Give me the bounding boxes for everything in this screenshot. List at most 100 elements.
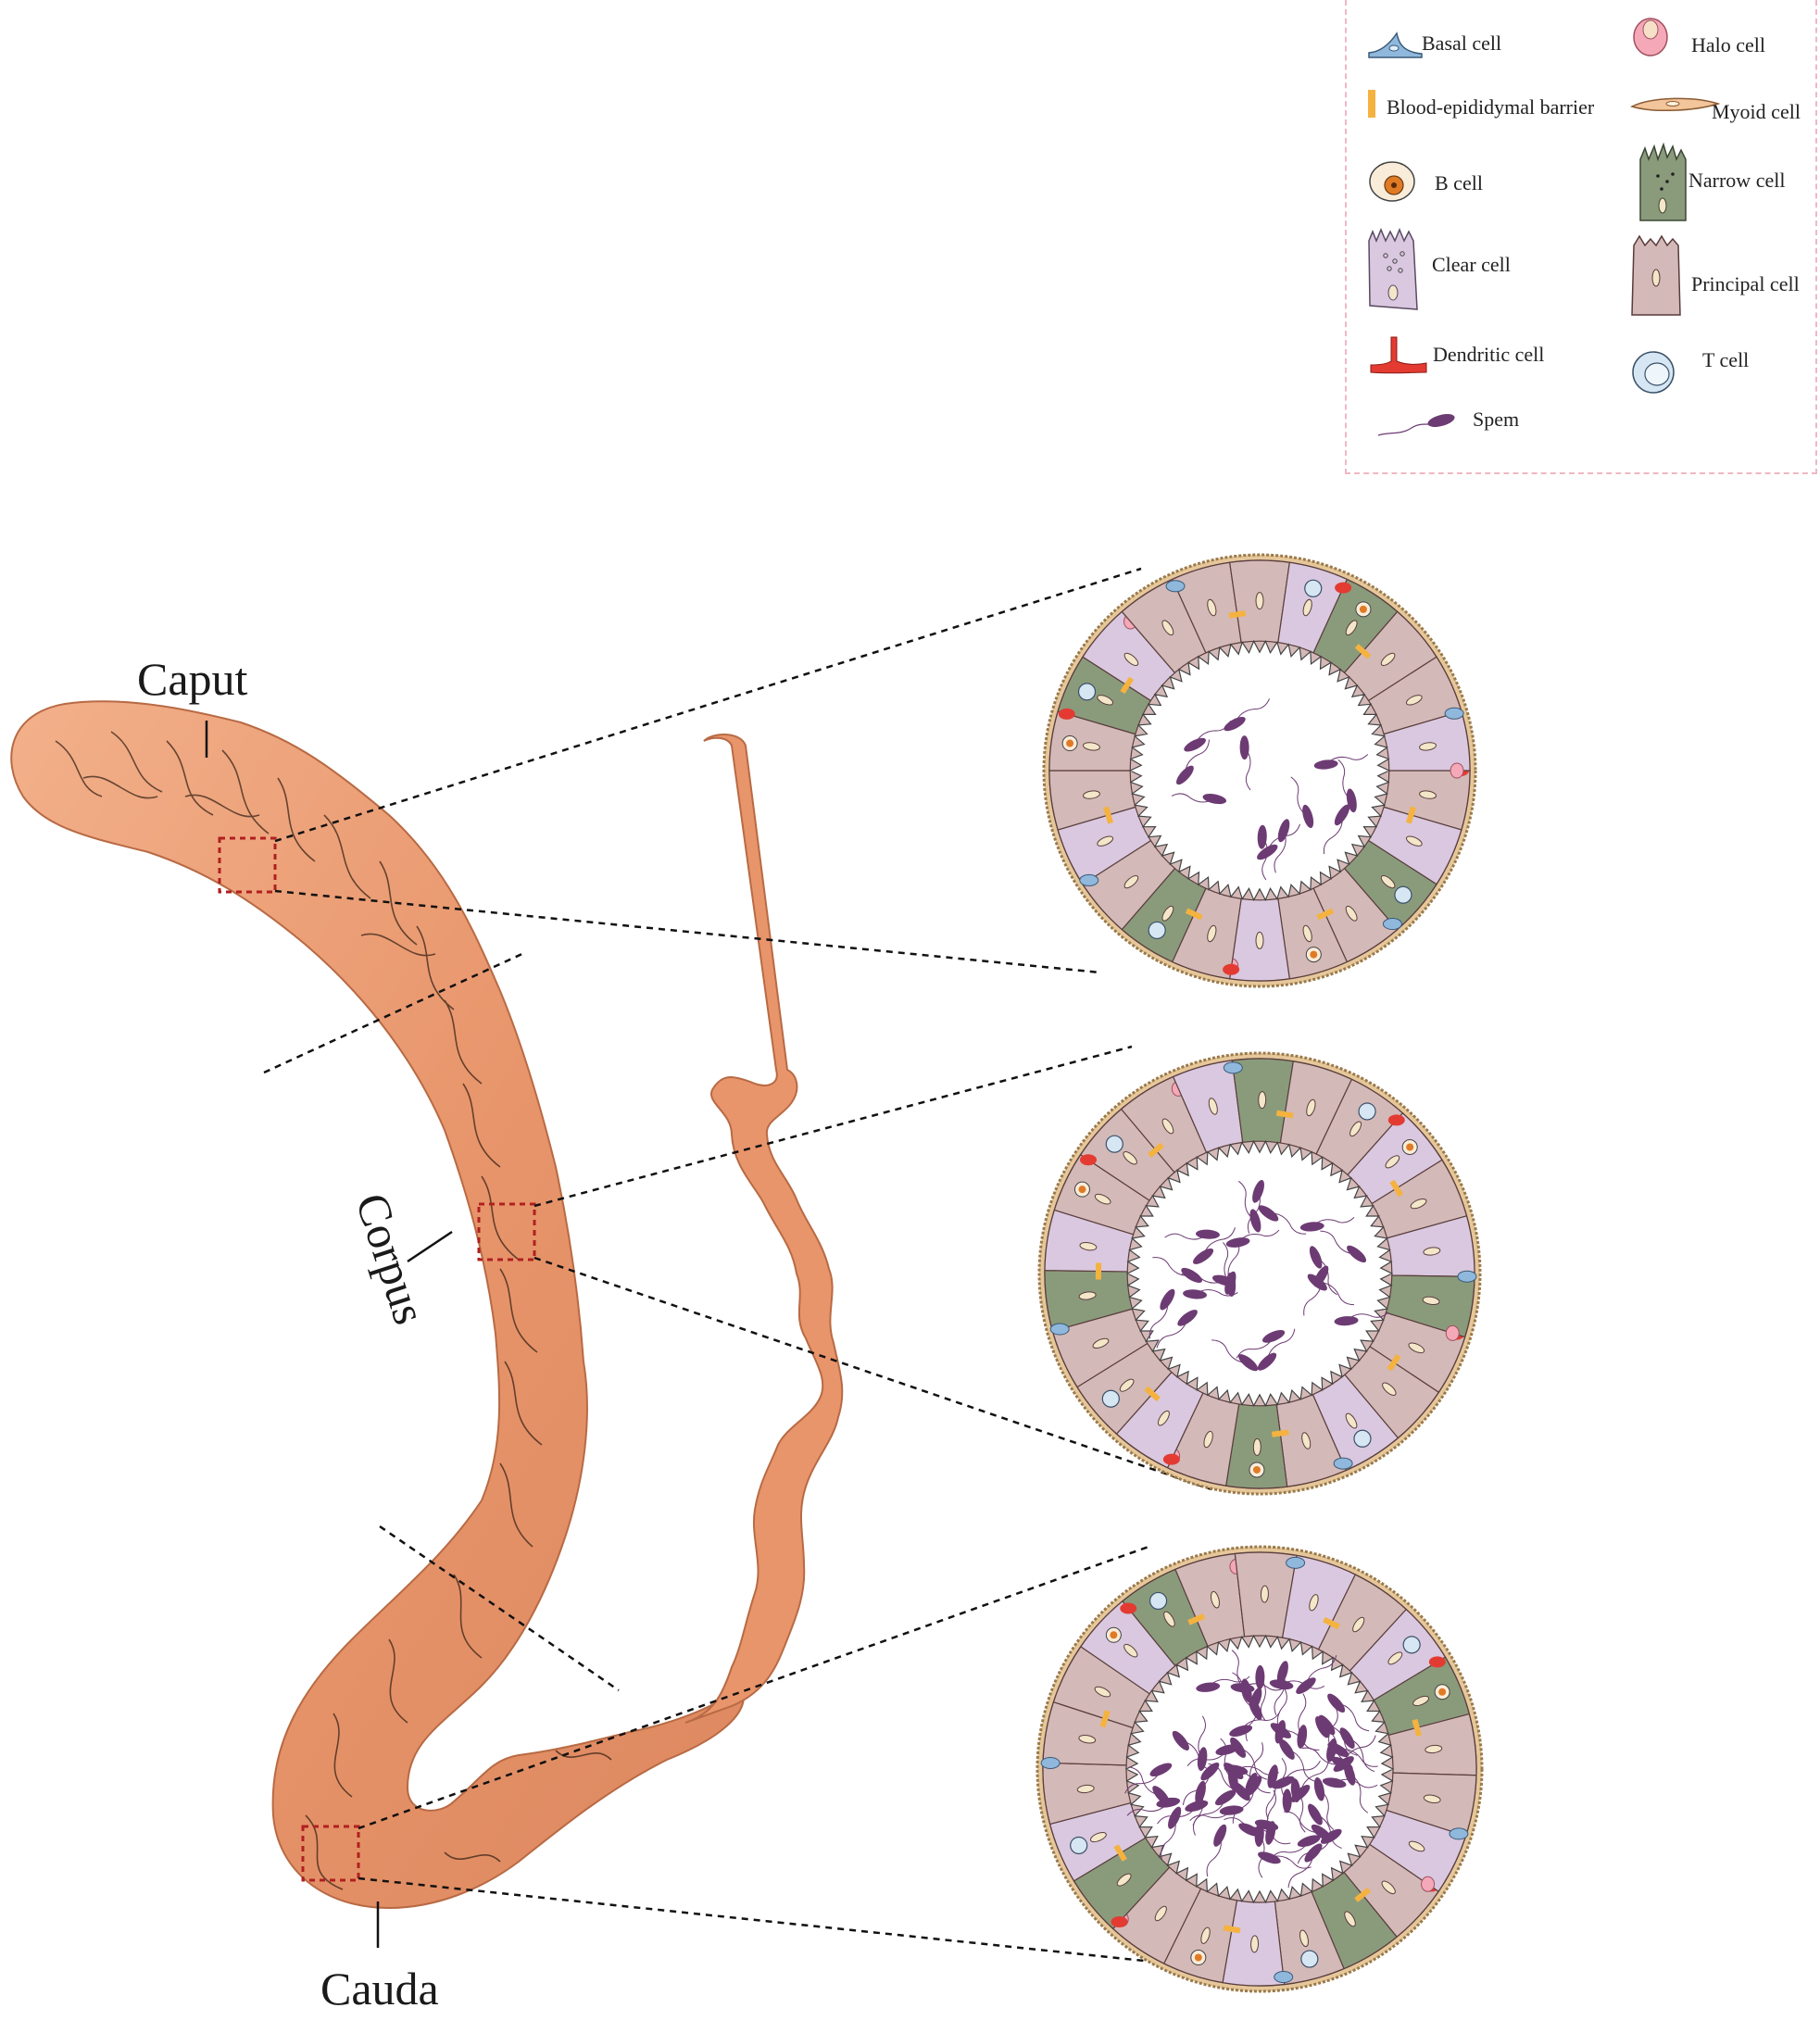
sperm bbox=[1193, 1248, 1214, 1264]
sperm bbox=[1327, 1742, 1349, 1757]
barrier bbox=[1223, 1925, 1241, 1934]
sperm bbox=[1183, 1289, 1208, 1299]
dendritic-cell bbox=[1335, 582, 1352, 594]
sperm bbox=[1265, 1821, 1276, 1845]
barrier bbox=[1275, 1110, 1294, 1119]
sperm bbox=[1195, 1780, 1206, 1805]
sperm bbox=[1311, 1824, 1332, 1841]
sperm bbox=[1272, 1776, 1295, 1789]
t-cell bbox=[1148, 1591, 1168, 1611]
sperm bbox=[1238, 1354, 1259, 1372]
sperm bbox=[1277, 819, 1290, 843]
sperm bbox=[1313, 1776, 1325, 1801]
barrier bbox=[1354, 1887, 1371, 1902]
narrow-cell bbox=[1385, 1274, 1475, 1338]
barrier bbox=[1120, 676, 1135, 695]
legend-label-narrow: Narrow cell bbox=[1688, 169, 1786, 192]
t-cell bbox=[1402, 1636, 1421, 1654]
dendritic-cell bbox=[1111, 1915, 1128, 1927]
inset-boxes bbox=[218, 836, 536, 1882]
dendritic-cell bbox=[1120, 1602, 1137, 1614]
sperm bbox=[1172, 1730, 1189, 1751]
sperm bbox=[1299, 1222, 1324, 1232]
dendritic-cell bbox=[1223, 963, 1240, 975]
sperm bbox=[1202, 794, 1227, 805]
sperm bbox=[1215, 1744, 1239, 1756]
basal-cell bbox=[1274, 1971, 1294, 1984]
t-cell-icon bbox=[1632, 351, 1675, 394]
sperm bbox=[1309, 1246, 1323, 1269]
legend-label-clear: Clear cell bbox=[1432, 253, 1511, 276]
sperm bbox=[1320, 1828, 1342, 1844]
sperm bbox=[1322, 1777, 1347, 1788]
basal-cell bbox=[1457, 1270, 1477, 1283]
barrier bbox=[1228, 610, 1247, 619]
dendritic-cell bbox=[1428, 1656, 1446, 1668]
barrier bbox=[1095, 1262, 1102, 1280]
sperm bbox=[1276, 1661, 1288, 1685]
legend-label-halo: Halo cell bbox=[1691, 33, 1766, 56]
sperm bbox=[1168, 1806, 1182, 1829]
sperm bbox=[1196, 1682, 1221, 1692]
sperm bbox=[1339, 1727, 1355, 1749]
t-cell bbox=[1304, 579, 1323, 597]
barrier bbox=[1144, 1386, 1161, 1402]
basal-cell bbox=[1079, 873, 1099, 886]
halo-cell bbox=[1450, 762, 1464, 779]
sperm bbox=[1214, 1789, 1236, 1806]
barrier bbox=[1099, 1710, 1111, 1728]
t-cell bbox=[1105, 1135, 1123, 1153]
sperm bbox=[1252, 1179, 1264, 1203]
sperm bbox=[1334, 804, 1350, 826]
basal-cell bbox=[1382, 918, 1402, 931]
sperm bbox=[1238, 1823, 1261, 1837]
sperm bbox=[1282, 1788, 1292, 1813]
sperm bbox=[1257, 1352, 1277, 1371]
barrier-icon bbox=[1368, 90, 1375, 118]
sperm bbox=[1241, 1678, 1252, 1702]
legend-label-barrier: Blood-epididymal barrier bbox=[1387, 95, 1595, 119]
barrier bbox=[1148, 1142, 1164, 1158]
t-cell bbox=[1101, 1389, 1120, 1408]
basal-cell bbox=[1049, 1323, 1070, 1336]
cross-section-corpus bbox=[1037, 1051, 1482, 1496]
epididymis-body bbox=[10, 700, 745, 1910]
sperm-icon bbox=[1377, 414, 1455, 436]
sperm bbox=[1315, 1716, 1330, 1738]
sperm bbox=[1177, 1310, 1198, 1326]
dendritic-cell bbox=[1162, 1453, 1180, 1465]
sperm bbox=[1195, 1229, 1220, 1239]
cross-section-caput bbox=[1042, 553, 1477, 988]
barrier bbox=[1113, 1844, 1127, 1862]
basal-cell bbox=[1223, 1061, 1243, 1074]
sperm bbox=[1249, 1209, 1261, 1233]
barrier bbox=[1316, 908, 1335, 921]
t-cell bbox=[1300, 1950, 1319, 1968]
halo-cell bbox=[1445, 1324, 1460, 1341]
sperm bbox=[1211, 1274, 1236, 1286]
sperm bbox=[1224, 716, 1246, 732]
basal-cell bbox=[1040, 1756, 1061, 1769]
legend-box bbox=[1345, 0, 1817, 474]
clear-cell-icon bbox=[1368, 228, 1418, 310]
dendritic-cell bbox=[1079, 1154, 1097, 1166]
zoom-lines bbox=[274, 567, 1242, 1973]
barrier bbox=[1406, 806, 1416, 824]
sperm bbox=[1313, 759, 1338, 770]
sperm bbox=[1257, 844, 1278, 860]
sperm bbox=[1258, 1205, 1279, 1222]
dendritic-cell bbox=[1058, 708, 1075, 720]
barrier bbox=[1323, 1616, 1340, 1630]
legend-label-myoid: Myoid cell bbox=[1712, 100, 1801, 123]
vas-deferens bbox=[684, 734, 844, 1724]
sperm bbox=[1185, 1800, 1209, 1813]
barrier bbox=[1187, 1613, 1206, 1625]
sperm bbox=[1313, 1265, 1329, 1287]
sperm bbox=[1184, 737, 1206, 752]
label-caput: Caput bbox=[137, 653, 248, 705]
sperm bbox=[1308, 1803, 1323, 1826]
sperm bbox=[1160, 1288, 1175, 1311]
dendritic-cell-icon bbox=[1370, 336, 1427, 374]
halo-cell bbox=[1421, 1876, 1436, 1892]
basal-cell bbox=[1333, 1457, 1353, 1470]
